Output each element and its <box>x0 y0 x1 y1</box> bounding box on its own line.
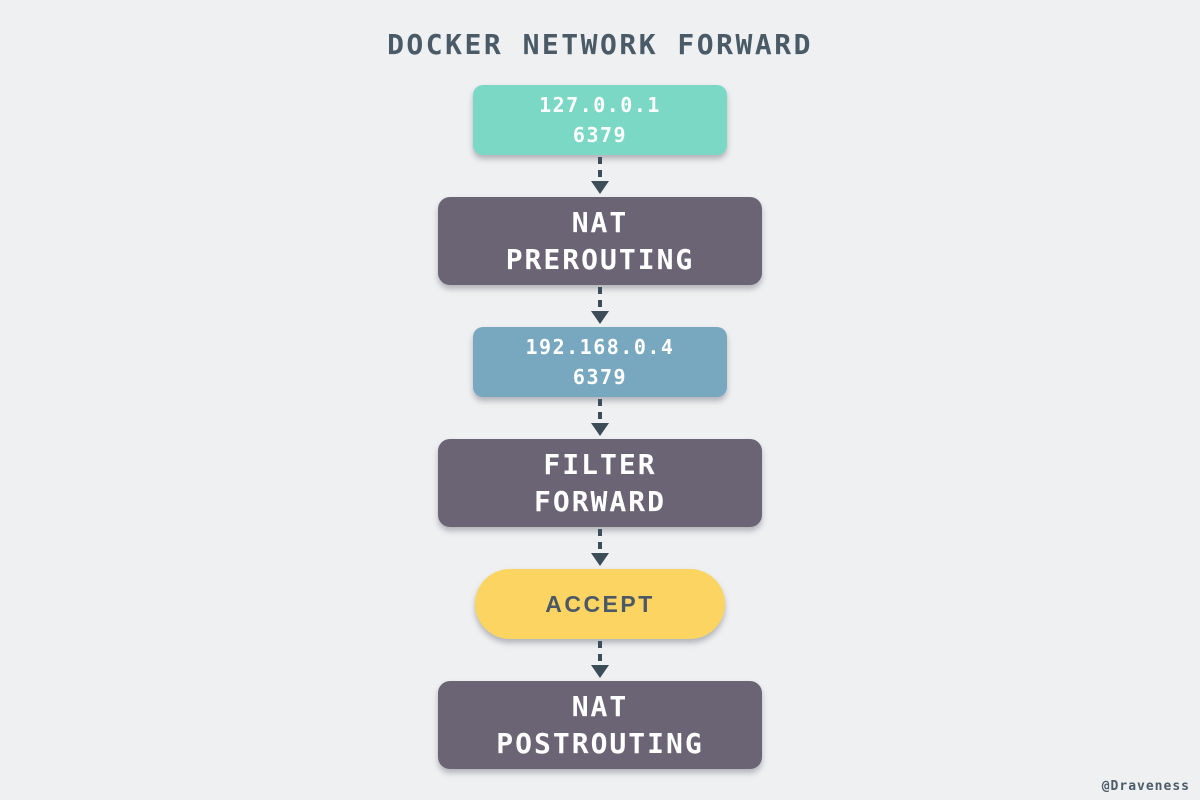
node-table-text: NAT <box>571 206 629 239</box>
node-nat-prerouting: NAT PREROUTING <box>438 197 762 285</box>
node-chain-text: POSTROUTING <box>496 727 704 760</box>
arrow-down-icon <box>591 285 609 327</box>
arrow-head <box>591 553 609 566</box>
node-table-text: FILTER <box>543 448 657 481</box>
node-port-text: 6379 <box>572 123 628 147</box>
node-table-text: NAT <box>571 690 629 723</box>
node-port-text: 6379 <box>572 365 628 389</box>
arrow-down-icon <box>591 155 609 197</box>
node-accept: ACCEPT <box>475 569 725 639</box>
node-nat-postrouting: NAT POSTROUTING <box>438 681 762 769</box>
node-ip-text: 192.168.0.4 <box>525 335 675 359</box>
node-ip-text: 127.0.0.1 <box>539 93 661 117</box>
arrow-dashed-line <box>598 399 602 423</box>
diagram-title: DOCKER NETWORK FORWARD <box>387 28 813 61</box>
arrow-dashed-line <box>598 529 602 553</box>
arrow-dashed-line <box>598 641 602 665</box>
arrow-head <box>591 423 609 436</box>
node-filter-forward: FILTER FORWARD <box>438 439 762 527</box>
node-action-text: ACCEPT <box>545 590 655 617</box>
credit-watermark: @Draveness <box>1101 779 1190 794</box>
arrow-head <box>591 665 609 678</box>
arrow-dashed-line <box>598 157 602 181</box>
arrow-down-icon <box>591 639 609 681</box>
node-chain-text: FORWARD <box>533 485 666 518</box>
arrow-dashed-line <box>598 287 602 311</box>
arrow-down-icon <box>591 527 609 569</box>
arrow-head <box>591 311 609 324</box>
arrow-down-icon <box>591 397 609 439</box>
node-source-endpoint: 127.0.0.1 6379 <box>473 85 727 155</box>
arrow-head <box>591 181 609 194</box>
flow-column: 127.0.0.1 6379 NAT PREROUTING 192.168.0.… <box>438 85 762 769</box>
node-container-endpoint: 192.168.0.4 6379 <box>473 327 727 397</box>
node-chain-text: PREROUTING <box>505 243 695 276</box>
